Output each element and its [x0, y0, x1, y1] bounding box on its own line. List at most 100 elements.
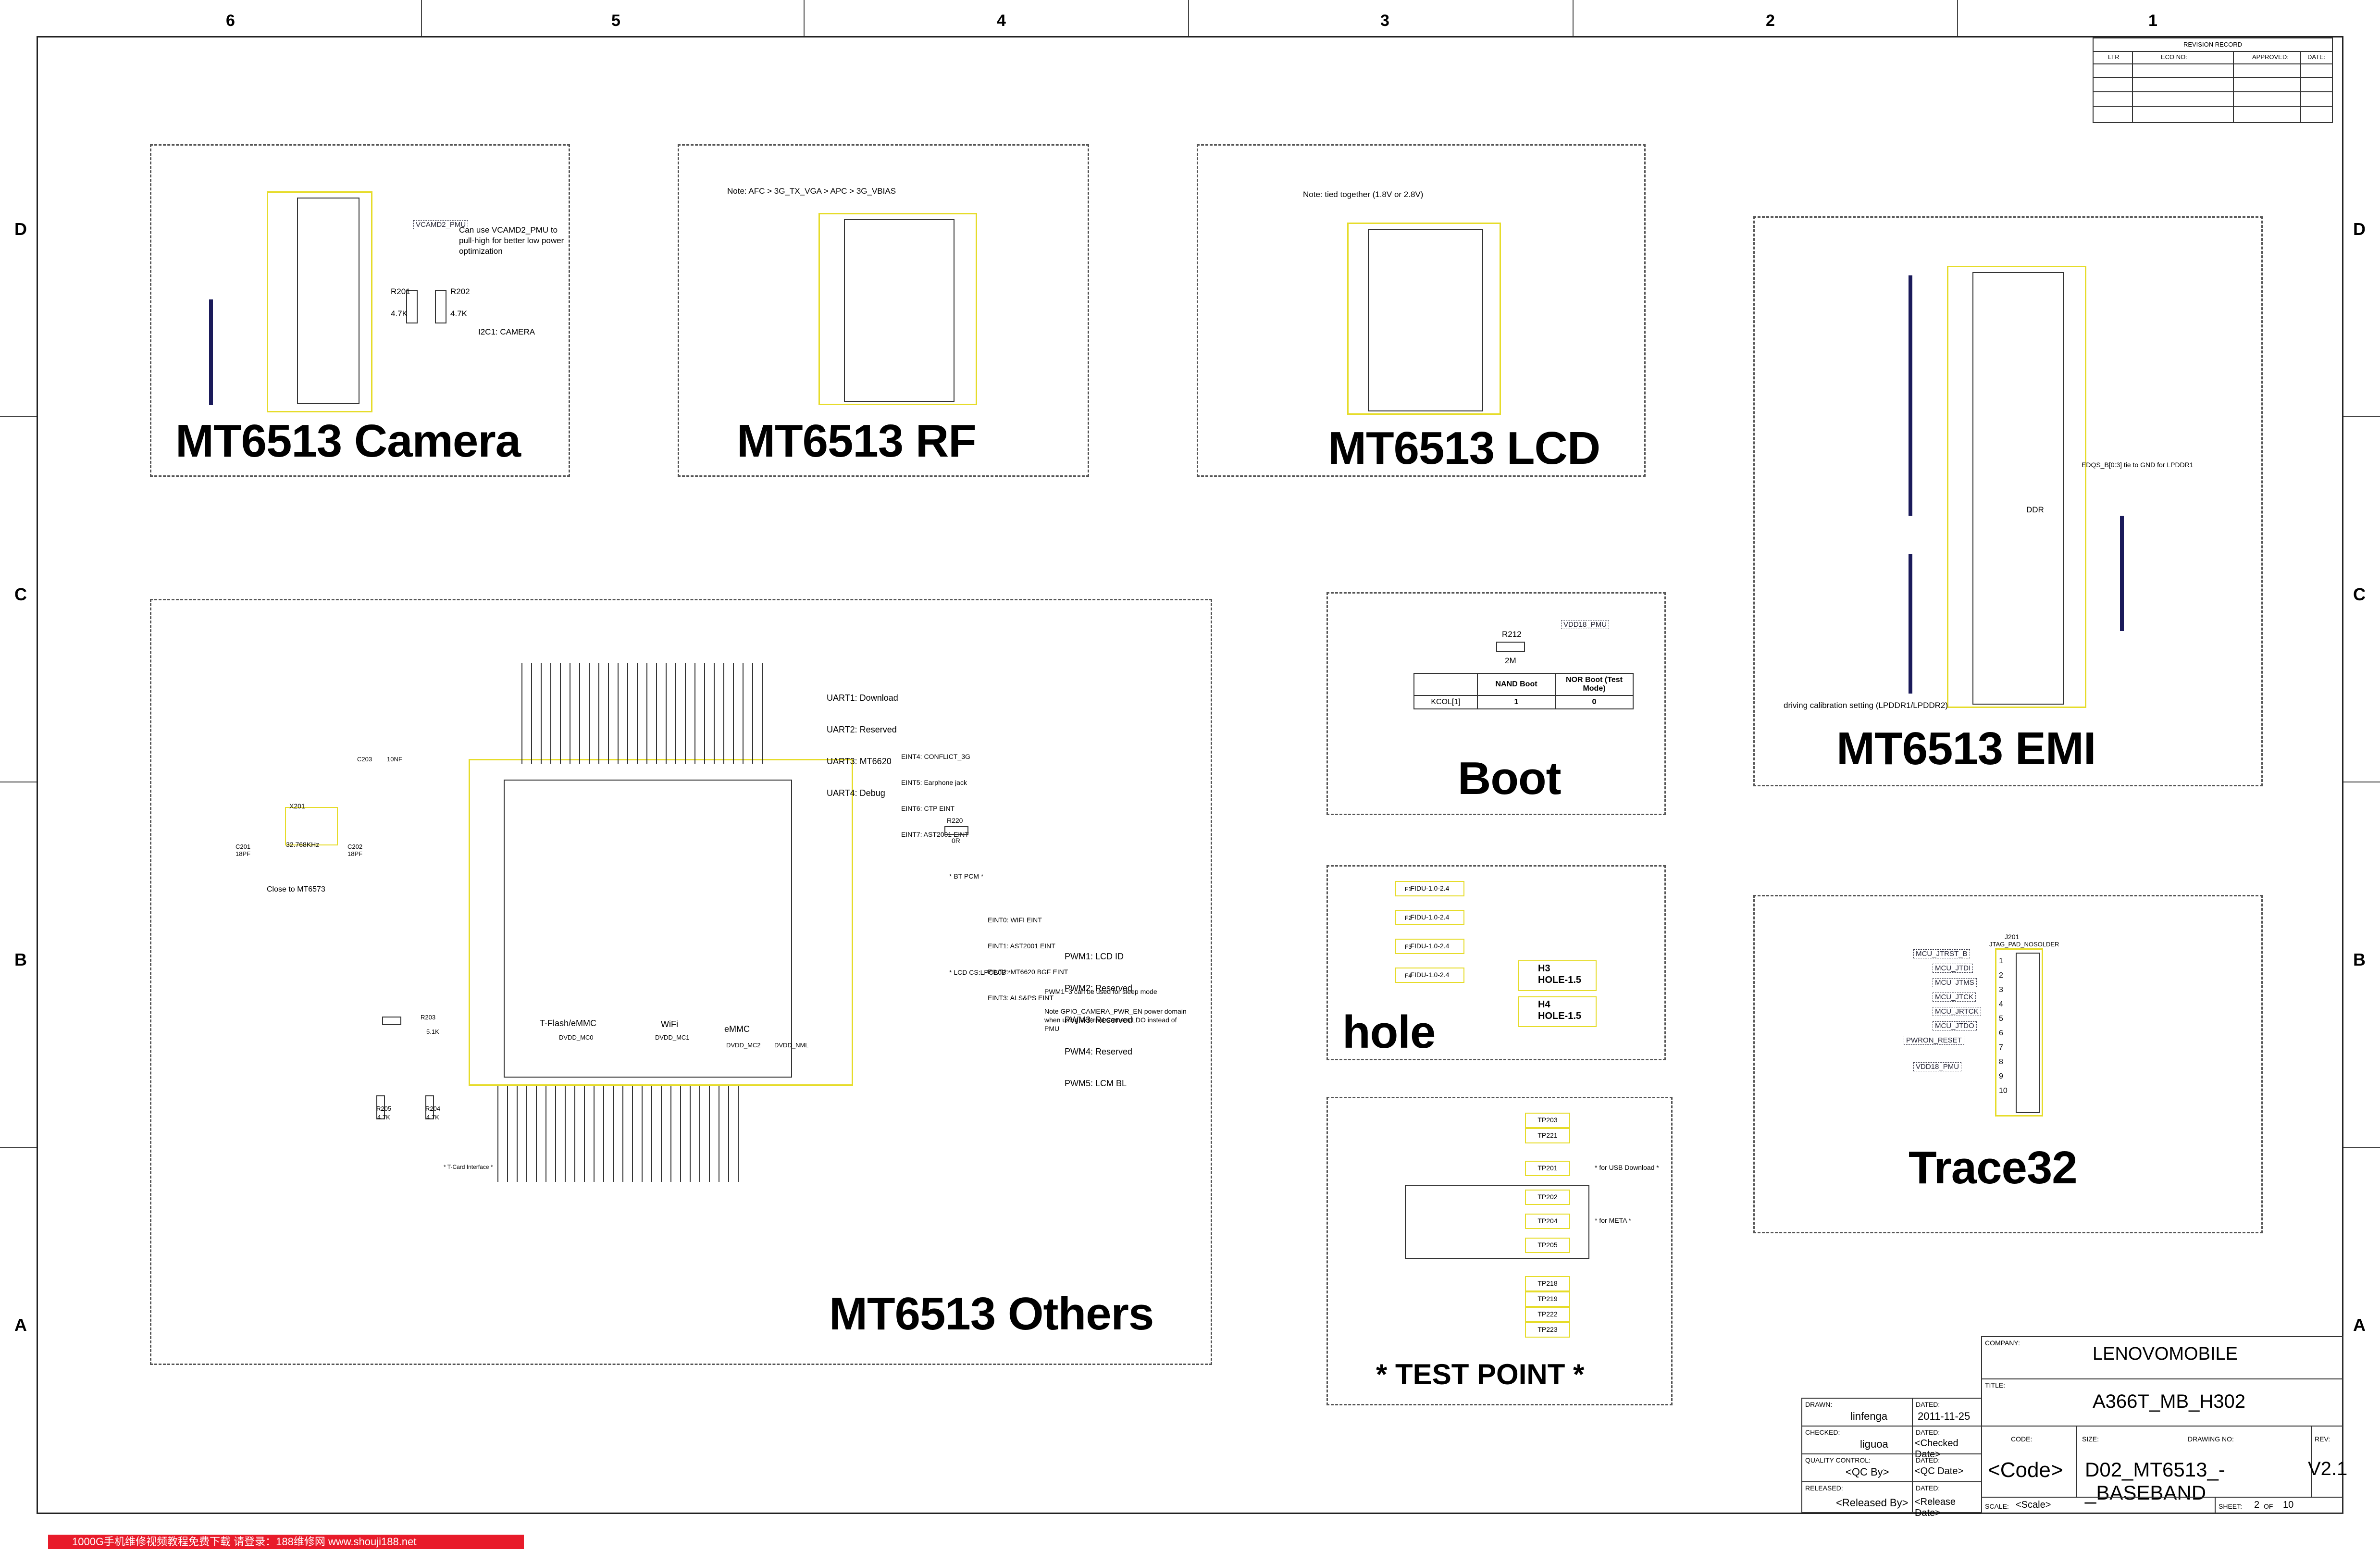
- fiducial-f1: FIDU-1.0-2.4: [1395, 881, 1464, 896]
- tb-checked-dated-label: DATED:: [1916, 1428, 1940, 1436]
- fiducial-f4-label: FIDU-1.0-2.4: [1410, 971, 1450, 979]
- tp-204: TP204: [1525, 1214, 1570, 1229]
- r220-ref: R220: [947, 817, 963, 824]
- rf-note: Note: AFC > 3G_TX_VGA > APC > 3G_VBIAS: [727, 186, 896, 196]
- boot-table-nand-value: 1: [1477, 695, 1556, 709]
- cap-c203-ref: C203: [357, 756, 372, 763]
- r202-body: [435, 290, 446, 323]
- jtag-connector-ref: J201: [2005, 933, 2020, 941]
- tb-qc-cell: QUALITY CONTROL: <QC By>: [1801, 1453, 1913, 1482]
- watermark-banner[interactable]: 1000G手机维修视频教程免费下载 请登录：188维修网 www.shouji1…: [48, 1535, 524, 1549]
- r212-ref: R212: [1502, 630, 1522, 639]
- tb-checked-cell: CHECKED: liguoa: [1801, 1426, 1913, 1454]
- boot-mode-table: NAND Boot NOR Boot (Test Mode) KCOL[1] 1…: [1413, 673, 1634, 709]
- tb-released-cell: RELEASED: <Released By>: [1801, 1481, 1913, 1513]
- camera-chip-body: [297, 198, 359, 404]
- crystal-ref: X201: [289, 802, 305, 810]
- hole-h4-value: HOLE-1.5: [1538, 1011, 1582, 1021]
- camera-vcamd2-net: VCAMD2_PMU: [413, 220, 469, 229]
- boot-table-nor-value: 0: [1555, 695, 1634, 709]
- jtag-pin-numbers: 1 2 3 4 5 6 7 8 9 10: [1999, 954, 2008, 1098]
- zone-row-b-right: B: [2353, 950, 2366, 969]
- rev-row: [2094, 106, 2332, 107]
- tp-221-label: TP221: [1537, 1131, 1558, 1139]
- fiducial-f4-ref: F4: [1405, 972, 1412, 979]
- fiducial-f2: FIDU-1.0-2.4: [1395, 910, 1464, 925]
- tb-released-value: <Released By>: [1836, 1497, 1909, 1509]
- tp-221: TP221: [1525, 1128, 1570, 1143]
- others-tflash-label: T-Flash/eMMC: [540, 1018, 597, 1028]
- fiducial-f2-ref: F2: [1405, 915, 1412, 921]
- rf-block-title: MT6513 RF: [737, 415, 977, 467]
- tb-drawn-cell: DRAWN: linfenga: [1801, 1398, 1913, 1427]
- tp-218-label: TP218: [1537, 1279, 1558, 1287]
- lcd-chip-body: [1368, 229, 1483, 411]
- lcd-chip: [1347, 223, 1501, 415]
- tb-scale-cell: SCALE: <Scale>: [1981, 1497, 2216, 1514]
- rev-col-eco: ECO NO:: [2161, 53, 2187, 61]
- camera-i2c-label: I2C1: CAMERA: [478, 327, 535, 336]
- zone-row-b-left: B: [14, 950, 27, 969]
- jtag-net-jtck: MCU_JTCK: [1933, 993, 1976, 1002]
- rf-chip-body: [844, 219, 954, 402]
- jtag-pin-10: 10: [1999, 1087, 2008, 1095]
- others-lcd-cs-note: * LCD CS:LPCE0B *: [949, 968, 1011, 976]
- jtag-pin-4: 4: [1999, 1000, 2003, 1008]
- r202-value: 4.7K: [450, 309, 467, 318]
- eint1-note: EINT1: AST2001 EINT: [988, 942, 1055, 950]
- r220-value: 0R: [952, 837, 960, 844]
- tb-sheet-value: 2: [2254, 1500, 2260, 1510]
- pwm1-note: PWM1: LCD ID: [1065, 952, 1124, 961]
- r203-value: 5.1K: [426, 1028, 439, 1035]
- fiducial-f3-ref: F3: [1405, 943, 1412, 950]
- r212-body: [1496, 642, 1525, 652]
- lcd-block-title: MT6513 LCD: [1328, 422, 1600, 474]
- hole-h3-ref: H3: [1538, 963, 1550, 974]
- r212-value: 2M: [1505, 656, 1516, 665]
- testpoint-block-title: * TEST POINT *: [1376, 1358, 1585, 1390]
- jtag-net-jtrst: MCU_JTRST_B: [1913, 949, 1970, 958]
- boot-block: R212 2M VDD18_PMU NAND Boot NOR Boot (Te…: [1326, 592, 1666, 815]
- tp-205-label: TP205: [1537, 1241, 1558, 1249]
- emi-addr-bus: [1909, 275, 1912, 516]
- jtag-pin-8: 8: [1999, 1058, 2003, 1066]
- boot-vdd18-net: VDD18_PMU: [1561, 620, 1610, 629]
- tp-meta-note: * for META *: [1595, 1216, 1631, 1224]
- tp-202: TP202: [1525, 1190, 1570, 1205]
- r201-body: [406, 290, 418, 323]
- zone-tick: [1957, 0, 1958, 36]
- crystal-placement-note: Close to MT6573: [267, 885, 325, 893]
- cap-c202-value: 18PF: [347, 850, 363, 857]
- rev-row: [2094, 77, 2332, 78]
- uart3-note: UART3: MT6620: [827, 757, 892, 766]
- drawing-frame: [37, 36, 2343, 1514]
- others-emmc-label: eMMC: [724, 1024, 750, 1034]
- trace32-block-title: Trace32: [1909, 1142, 2078, 1193]
- tb-drawn-label: DRAWN:: [1805, 1401, 1833, 1408]
- jtag-net-pwron-reset: PWRON_RESET: [1904, 1036, 1964, 1045]
- fiducial-f1-ref: F1: [1405, 886, 1412, 893]
- tb-drawing-label: DRAWING NO:: [2188, 1435, 2234, 1443]
- cap-c202-ref: C202: [347, 843, 363, 850]
- jtag-pin-2: 2: [1999, 971, 2003, 980]
- r203-body: [382, 1017, 401, 1025]
- tp-204-label: TP204: [1537, 1217, 1558, 1225]
- zone-col-5: 5: [611, 12, 620, 30]
- jtag-pin-5: 5: [1999, 1015, 2003, 1023]
- r203-ref: R203: [421, 1014, 436, 1021]
- rf-block: Note: AFC > 3G_TX_VGA > APC > 3G_VBIAS M…: [678, 144, 1089, 477]
- tp-202-label: TP202: [1537, 1193, 1558, 1201]
- tb-released-dated-label: DATED:: [1916, 1484, 1940, 1492]
- tb-code-label: CODE:: [2011, 1435, 2033, 1443]
- rf-chip: [818, 213, 977, 405]
- zone-row-c-right: C: [2353, 584, 2366, 604]
- others-uart-notes: UART1: Download UART2: Reserved UART3: M…: [827, 671, 898, 819]
- others-eint-notes: EINT4: CONFLICT_3G EINT5: Earphone jack …: [901, 735, 970, 856]
- others-pwm-sleep-note: PWM1~3 can be used for sleep mode: [1044, 988, 1157, 995]
- tb-qc-dated-label: DATED:: [1916, 1456, 1940, 1464]
- emi-edqs-note: EDQS_B[0:3] tie to GND for LPDDR1: [2082, 461, 2194, 469]
- fiducial-f2-label: FIDU-1.0-2.4: [1410, 913, 1450, 921]
- hole-h3-value: HOLE-1.5: [1538, 975, 1582, 985]
- pwm2-note: PWM2: Reserved: [1065, 983, 1133, 993]
- zone-row-c-left: C: [14, 584, 27, 604]
